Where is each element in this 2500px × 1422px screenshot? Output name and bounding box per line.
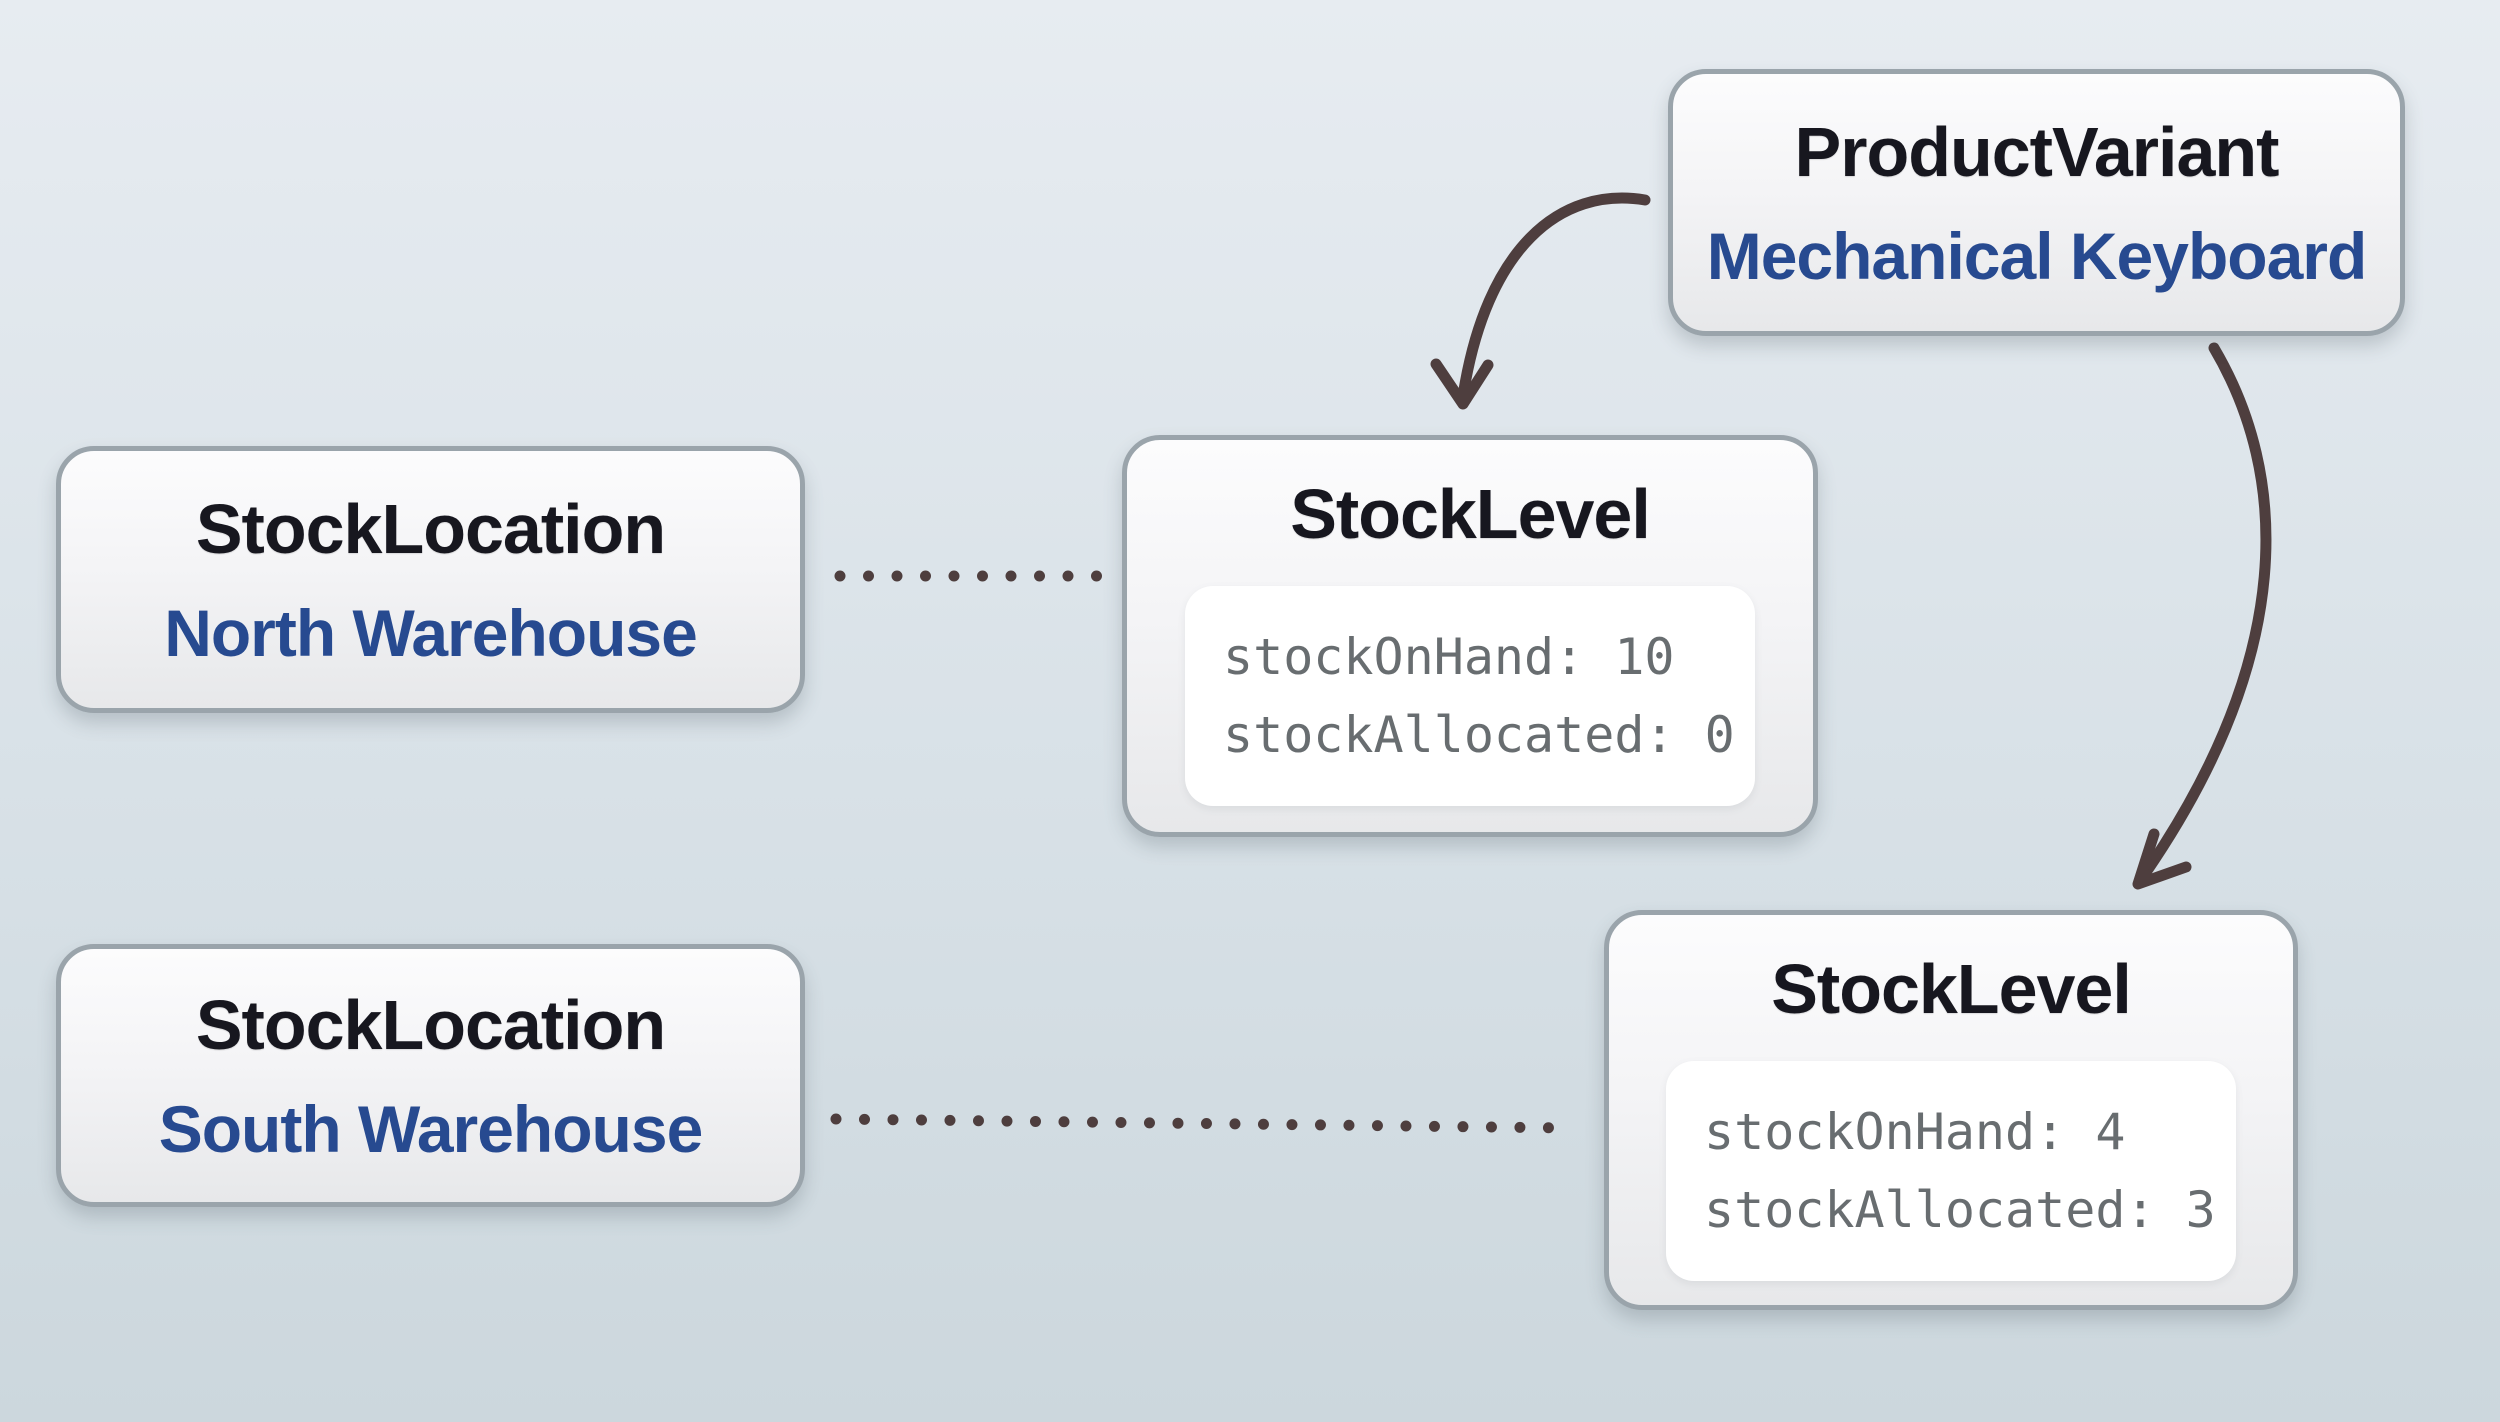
stock-location-south-name: South Warehouse	[158, 1091, 704, 1166]
stock-level-south-title: StockLevel	[1771, 950, 2132, 1028]
stock-location-north-name: North Warehouse	[164, 595, 698, 670]
stock-allocated-field: stockAllocated: 3	[1704, 1181, 2216, 1239]
stock-on-hand-field: stockOnHand: 10	[1223, 628, 1675, 686]
stock-location-south-card: StockLocation South Warehouse	[56, 944, 805, 1207]
stock-location-north-card: StockLocation North Warehouse	[56, 446, 805, 713]
stock-location-north-title: StockLocation	[195, 489, 666, 568]
product-variant-name: Mechanical Keyboard	[1706, 218, 2368, 293]
arrow-pv-to-south-stocklevel	[2132, 342, 2272, 890]
product-variant-title: ProductVariant	[1794, 112, 2280, 191]
stock-level-north-title: StockLevel	[1290, 475, 1651, 553]
stock-level-north-card: StockLevel stockOnHand: 10 stockAllocate…	[1122, 435, 1818, 837]
stock-allocated-field: stockAllocated: 0	[1223, 706, 1735, 764]
stock-level-south-card: StockLevel stockOnHand: 4 stockAllocated…	[1604, 910, 2298, 1310]
stock-on-hand-field: stockOnHand: 4	[1704, 1103, 2126, 1161]
stock-location-south-title: StockLocation	[195, 985, 666, 1064]
dotted-link-south	[830, 1113, 1577, 1134]
product-variant-card: ProductVariant Mechanical Keyboard	[1668, 69, 2405, 336]
stock-level-north-fields-panel: stockOnHand: 10 stockAllocated: 0	[1185, 586, 1755, 806]
stock-level-south-fields-panel: stockOnHand: 4 stockAllocated: 3	[1666, 1061, 2236, 1281]
arrow-pv-to-north-stocklevel	[1430, 192, 1651, 410]
